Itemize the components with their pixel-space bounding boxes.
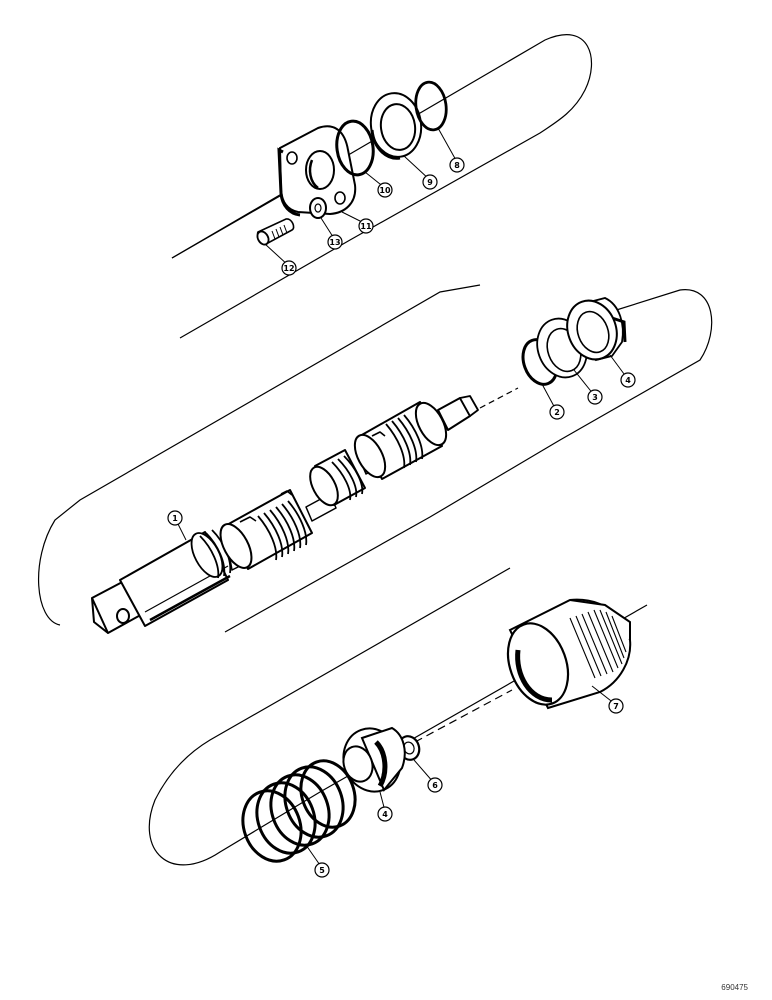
o-ring-10 — [335, 119, 375, 177]
seal-ring-9 — [369, 92, 423, 160]
callout-5-label: 5 — [319, 866, 325, 875]
callout-11-label: 11 — [360, 222, 372, 231]
top-parts-group — [256, 80, 448, 246]
callout-6-label: 6 — [432, 781, 438, 790]
spring-5 — [241, 759, 357, 863]
callout-4-bottom: 4 — [377, 806, 393, 822]
callout-13-label: 13 — [329, 238, 340, 247]
middle-seal-group — [521, 297, 627, 386]
top-centerline — [171, 195, 281, 259]
assembly-outline-loops — [38, 34, 713, 866]
callout-12: 12 — [281, 260, 297, 276]
callout-4-bottom-label: 4 — [382, 810, 388, 819]
bottom-assembly-loop — [148, 567, 648, 866]
screw-12 — [256, 218, 295, 246]
callout-8-label: 8 — [454, 161, 460, 170]
shaft-centerline-right — [479, 387, 519, 409]
callout-7: 7 — [608, 698, 624, 714]
spring-seat-4 — [342, 726, 406, 793]
callout-11: 11 — [358, 218, 374, 234]
callout-12-label: 12 — [283, 264, 294, 273]
callout-2: 2 — [549, 404, 565, 420]
callout-13: 13 — [327, 234, 343, 250]
callout-1-label: 1 — [172, 514, 178, 523]
end-cap-7 — [506, 598, 632, 710]
callouts: 8 9 10 11 13 12 1 2 — [167, 157, 636, 878]
o-ring-8 — [414, 80, 448, 132]
middle-assembly-loop-right — [224, 289, 713, 633]
callout-1: 1 — [167, 510, 183, 526]
callout-10-label: 10 — [379, 186, 391, 195]
callout-5: 5 — [314, 862, 330, 878]
callout-9-label: 9 — [427, 178, 433, 187]
callout-4-top-label: 4 — [625, 376, 631, 385]
figure-id: 690475 — [721, 983, 748, 992]
callout-4-top: 4 — [620, 372, 636, 388]
middle-assembly-loop — [38, 284, 481, 626]
callout-3-label: 3 — [592, 393, 598, 402]
flange-plate — [277, 125, 357, 217]
callout-2-label: 2 — [554, 408, 560, 417]
spool-shaft — [91, 395, 479, 634]
washer-13 — [309, 197, 327, 219]
bottom-centerline — [414, 689, 513, 743]
top-assembly-loop — [171, 34, 593, 339]
callout-8: 8 — [449, 157, 465, 173]
callout-9: 9 — [422, 174, 438, 190]
seal-cap-4-top — [566, 297, 627, 362]
callout-3: 3 — [587, 389, 603, 405]
callout-6: 6 — [427, 777, 443, 793]
callout-10: 10 — [377, 182, 393, 198]
callout-7-label: 7 — [613, 702, 619, 711]
